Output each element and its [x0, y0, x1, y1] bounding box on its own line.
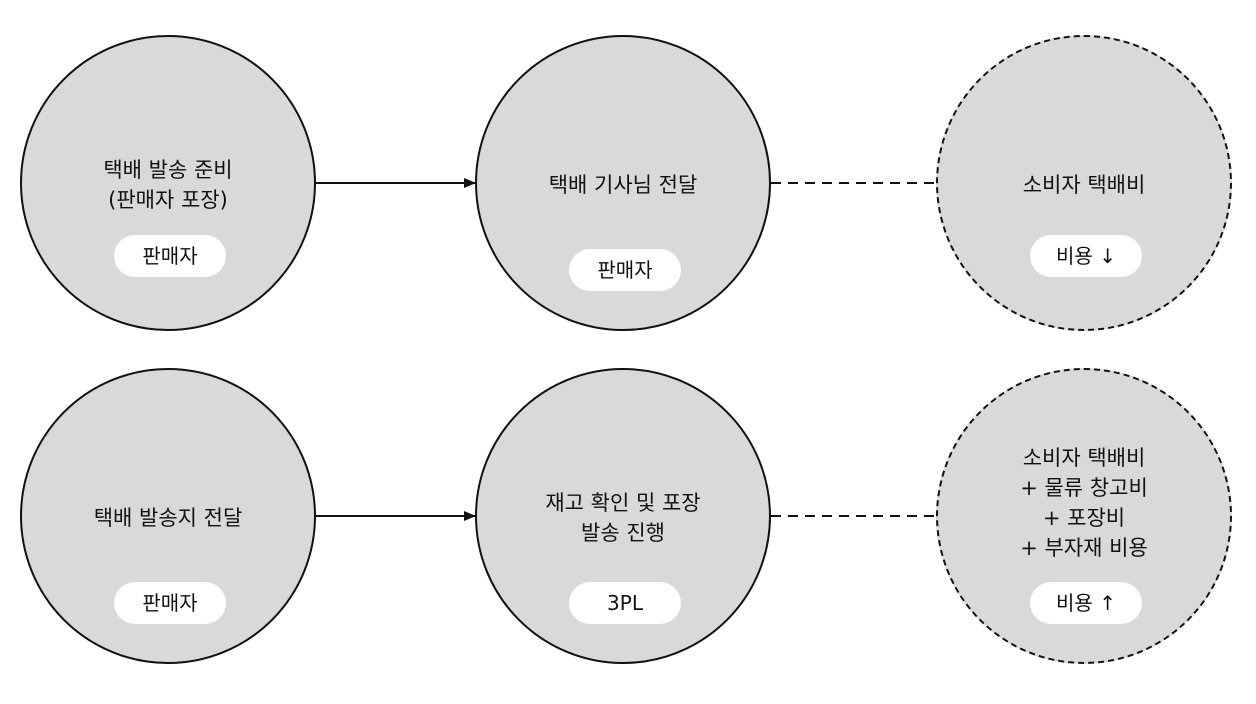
role-badge-3pl: 3PL: [569, 582, 681, 624]
cost-badge-down: 비용 ↓: [1030, 235, 1142, 277]
node-label: 소비자 택배비: [1022, 173, 1146, 197]
node-label: 재고 확인 및 포장 발송 진행: [545, 491, 701, 545]
node-label: 소비자 택배비 + 물류 창고비 + 포장비 + 부자재 비용: [1020, 446, 1148, 560]
node-courier-handover: 택배 기사님 전달 판매자: [475, 35, 771, 331]
role-badge-seller: 판매자: [114, 235, 226, 277]
node-send-to-warehouse: 택배 발송지 전달 판매자: [20, 368, 316, 664]
node-label: 택배 발송지 전달: [93, 506, 243, 530]
node-3pl-fulfillment: 재고 확인 및 포장 발송 진행 3PL: [475, 368, 771, 664]
role-badge-seller: 판매자: [569, 249, 681, 291]
node-cost-total: 소비자 택배비 + 물류 창고비 + 포장비 + 부자재 비용 비용 ↑: [936, 368, 1232, 664]
node-label: 택배 기사님 전달: [548, 173, 698, 197]
role-badge-seller: 판매자: [114, 582, 226, 624]
node-cost-consumer-shipping: 소비자 택배비 비용 ↓: [936, 35, 1232, 331]
node-shipping-prep: 택배 발송 준비 (판매자 포장) 판매자: [20, 35, 316, 331]
cost-badge-up: 비용 ↑: [1030, 582, 1142, 624]
node-label: 택배 발송 준비 (판매자 포장): [103, 158, 233, 212]
